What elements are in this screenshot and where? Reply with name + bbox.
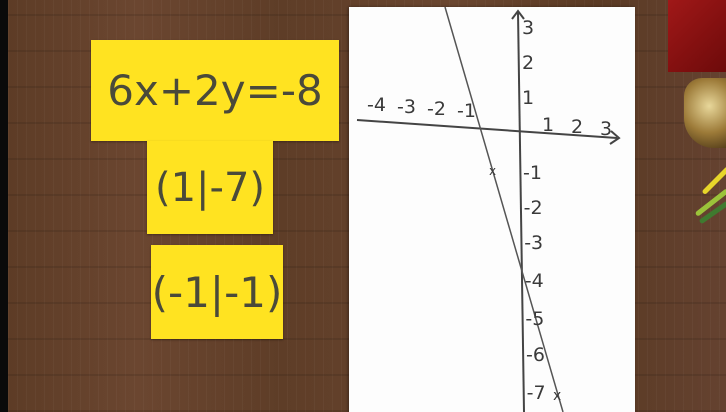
y-tick-label: -3 (524, 232, 543, 254)
point-a-text: (1|-7) (154, 164, 266, 211)
x-tick-label: 2 (571, 116, 583, 138)
point-marker-b: x (489, 164, 496, 178)
y-tick-label: 1 (522, 87, 534, 109)
y-tick-label: -4 (525, 270, 544, 292)
x-tick-label: 3 (600, 118, 612, 140)
y-tick-label: -6 (526, 344, 545, 366)
y-tick-label: 2 (522, 52, 534, 74)
y-axis (517, 11, 525, 412)
y-axis-arrow (511, 9, 525, 20)
x-tick-label: -3 (397, 96, 416, 118)
equation-card: 6x+2y=-8 (91, 40, 339, 141)
x-axis (356, 119, 618, 139)
x-tick-label: -4 (367, 94, 386, 116)
x-tick-label: -1 (457, 100, 476, 122)
x-tick-label: 1 (542, 114, 554, 136)
left-black-border (0, 0, 8, 412)
point-card-a: (1|-7) (147, 141, 273, 234)
red-box (668, 0, 726, 72)
y-tick-labels: 3 2 1 -1 -2 -3 -4 -5 -6 -7 (522, 17, 546, 404)
y-tick-label: -2 (524, 197, 543, 219)
point-marker-a: x (553, 388, 561, 404)
point-b-text: (-1|-1) (151, 267, 283, 317)
x-axis-arrow (609, 130, 621, 145)
y-tick-label: 3 (522, 17, 534, 39)
equation-text: 6x+2y=-8 (107, 66, 323, 115)
x-tick-label: -2 (427, 98, 446, 120)
graph-line (444, 7, 564, 412)
y-tick-label: -7 (527, 382, 546, 404)
y-tick-label: -5 (525, 308, 544, 330)
point-card-b: (-1|-1) (151, 245, 283, 339)
brass-object (684, 78, 726, 148)
y-tick-label: -1 (523, 162, 542, 184)
